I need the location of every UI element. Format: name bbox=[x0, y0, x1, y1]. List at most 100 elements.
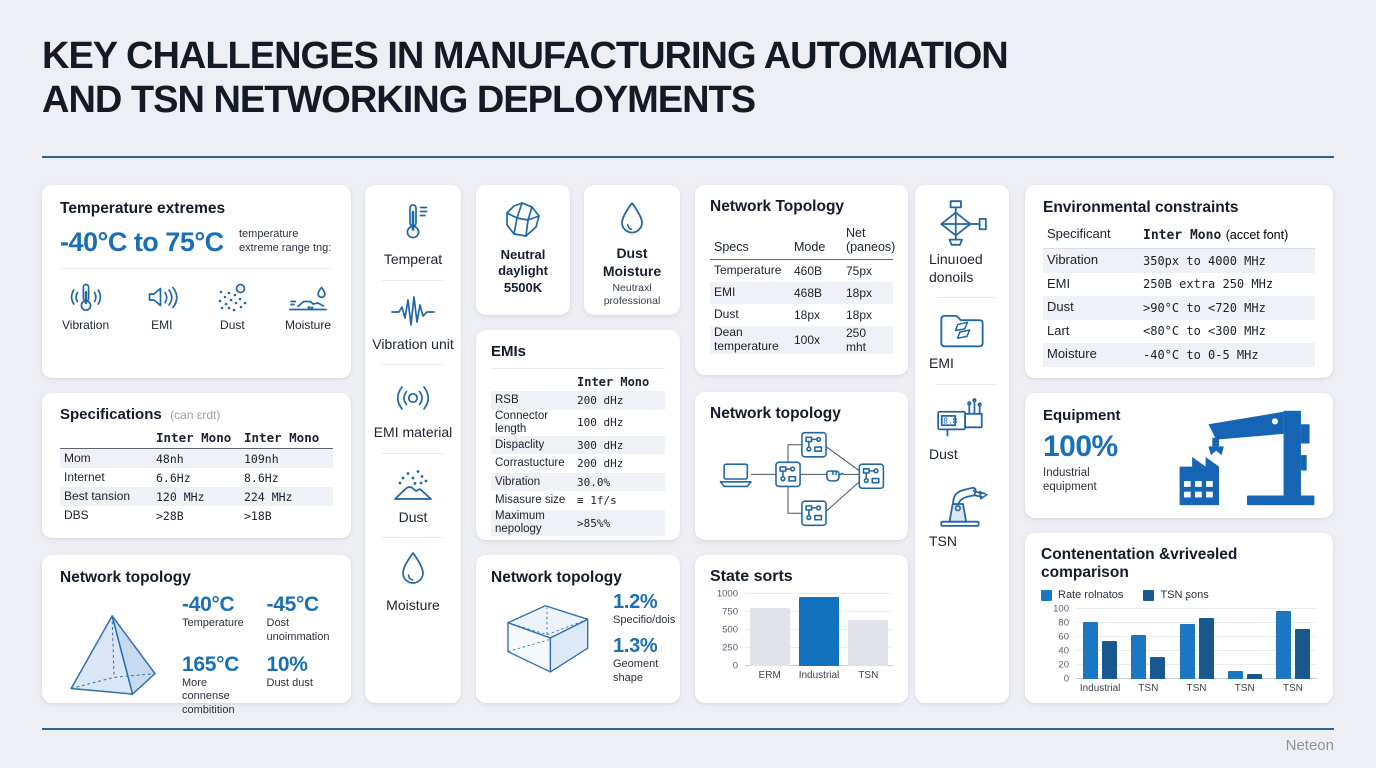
footer-rule bbox=[42, 728, 1334, 730]
y-tick-label: 60 bbox=[1058, 631, 1069, 643]
bar bbox=[1131, 634, 1147, 679]
plot-area bbox=[1076, 608, 1317, 679]
pyramid-icon bbox=[60, 607, 168, 703]
strip-label: TSN bbox=[929, 533, 957, 549]
y-tick-label: 40 bbox=[1058, 645, 1069, 657]
stat-label: Dust dust bbox=[266, 676, 313, 689]
grid-line bbox=[1076, 608, 1317, 609]
page-title-line1: KEY CHALLENGES IN MANUFACTURING AUTOMATI… bbox=[42, 35, 1009, 77]
table-header: Specificant Inter Mono (accet font) bbox=[1043, 224, 1315, 249]
droplet-icon bbox=[391, 549, 435, 593]
bar bbox=[798, 596, 839, 666]
chip-label: Vibration bbox=[62, 318, 110, 332]
column-header: Specs bbox=[714, 240, 749, 255]
y-tick-label: 80 bbox=[1058, 617, 1069, 629]
prism-icon bbox=[491, 594, 603, 682]
card-title: Specifications bbox=[60, 406, 162, 423]
strip-item: Moisture bbox=[386, 549, 440, 615]
strip-item: Dust bbox=[390, 465, 436, 527]
laptop-icon bbox=[719, 463, 752, 488]
strip-label: Dust bbox=[398, 508, 428, 525]
x-axis-label: TSN bbox=[1186, 683, 1207, 694]
strip-item: Temperat bbox=[384, 201, 442, 269]
x-axis-label: ERM bbox=[758, 670, 781, 681]
divider bbox=[935, 297, 997, 298]
bar bbox=[1083, 622, 1099, 679]
robot-arm-icon bbox=[935, 477, 989, 529]
card-title: Network topology bbox=[60, 569, 191, 586]
card-equipment: Equipment 100% Industrial equipment bbox=[1025, 393, 1333, 518]
thermometer-icon bbox=[391, 201, 435, 247]
switch-node-icon bbox=[775, 461, 801, 488]
stat-label: Specifio/dois bbox=[613, 614, 676, 626]
svg-text:8.8: 8.8 bbox=[943, 416, 957, 425]
table-row: Corrastucture 200 dHz bbox=[495, 457, 624, 471]
card-title: Network topology bbox=[491, 569, 622, 586]
vibration-icon bbox=[68, 281, 104, 315]
strip-label: Vibration unit bbox=[372, 335, 454, 352]
table-header: Inter Mono Inter Mono bbox=[60, 428, 333, 449]
challenge-chip: Vibration bbox=[62, 281, 109, 332]
icon-strip-right: Linuıoed donoils EMI 8.8 Dust TSN bbox=[915, 185, 1009, 703]
column-header: Inter Mono bbox=[1143, 228, 1222, 243]
divider bbox=[382, 452, 444, 454]
card-network-topology-table: Network Topology Specs Mode Net (paneos)… bbox=[695, 185, 908, 375]
grid-line bbox=[1076, 678, 1317, 679]
card-label: Neutral daylight 5500K bbox=[498, 247, 548, 295]
grid-line bbox=[1076, 664, 1317, 665]
grid-line bbox=[1076, 622, 1317, 623]
table-row: DBS >28B >18B bbox=[64, 507, 272, 523]
circuit-board-icon: 8.8 bbox=[935, 396, 989, 442]
table-header: Specs Mode Net (paneos) bbox=[710, 224, 896, 260]
card-title: Network Topology bbox=[710, 198, 845, 215]
dust-pile-icon bbox=[390, 465, 436, 505]
bar bbox=[1179, 623, 1195, 679]
y-tick-label: 0 bbox=[732, 660, 738, 672]
card-temperature-extremes: Temperature extremes -40°C to 75°C tempe… bbox=[42, 185, 351, 378]
card-dust-moisture: Dust Moisture Neutraxl professional bbox=[584, 185, 680, 315]
icon-strip-left: Temperat Vibration unit EMI material Dus… bbox=[365, 185, 461, 703]
divider bbox=[935, 383, 997, 385]
strip-item: Linuıoed donoils bbox=[929, 199, 1009, 286]
y-tick-label: 0 bbox=[1063, 673, 1069, 685]
x-axis-label: TSN bbox=[1138, 683, 1159, 694]
hand-icon bbox=[825, 470, 844, 482]
chart-legend: Rate rolnatos TSN ʂons bbox=[1041, 589, 1317, 601]
table-row: Vibration 30.0% bbox=[491, 472, 665, 492]
bar bbox=[848, 619, 889, 666]
strip-label: EMI bbox=[929, 355, 954, 371]
stat-value: 10% bbox=[266, 652, 308, 676]
y-tick-label: 250 bbox=[722, 642, 738, 654]
y-tick-label: 500 bbox=[722, 624, 738, 636]
strip-label: Linuıoed donoils bbox=[929, 251, 983, 285]
card-title-note: (can ɛrdt) bbox=[170, 408, 221, 422]
table-row: Connector length 100 dHz bbox=[495, 409, 624, 435]
card-title: Environmental constraints bbox=[1043, 199, 1239, 216]
x-axis-label: Industrial bbox=[798, 670, 840, 681]
bar bbox=[1275, 611, 1291, 679]
y-tick-label: 100 bbox=[1053, 603, 1069, 615]
header-rule bbox=[42, 156, 1334, 158]
x-axis-label: TSN bbox=[1282, 683, 1303, 694]
switch-node-icon bbox=[801, 431, 827, 458]
table-row: Dust >90°C to <720 MHz bbox=[1043, 296, 1315, 320]
strip-item: EMI material bbox=[374, 376, 452, 442]
y-tick-label: 1000 bbox=[716, 588, 738, 600]
bar bbox=[1227, 670, 1243, 679]
card-neutral-daylight: Neutral daylight 5500K bbox=[476, 185, 570, 315]
challenge-chip: Dust bbox=[214, 281, 250, 332]
stat: 1.3%Geoment shape bbox=[613, 635, 675, 686]
column-header: Net (paneos) bbox=[846, 226, 896, 255]
temperature-range-note: temperature extreme range tng: bbox=[239, 228, 332, 255]
challenge-chip: Moisture bbox=[285, 281, 331, 332]
strip-label: Dust bbox=[929, 445, 958, 462]
emi-speaker-icon bbox=[144, 281, 180, 315]
diamond-icon bbox=[481, 199, 565, 243]
card-network-topology-shape: Network topology 1.2%Specifio/dois 1.3%G… bbox=[476, 555, 680, 703]
